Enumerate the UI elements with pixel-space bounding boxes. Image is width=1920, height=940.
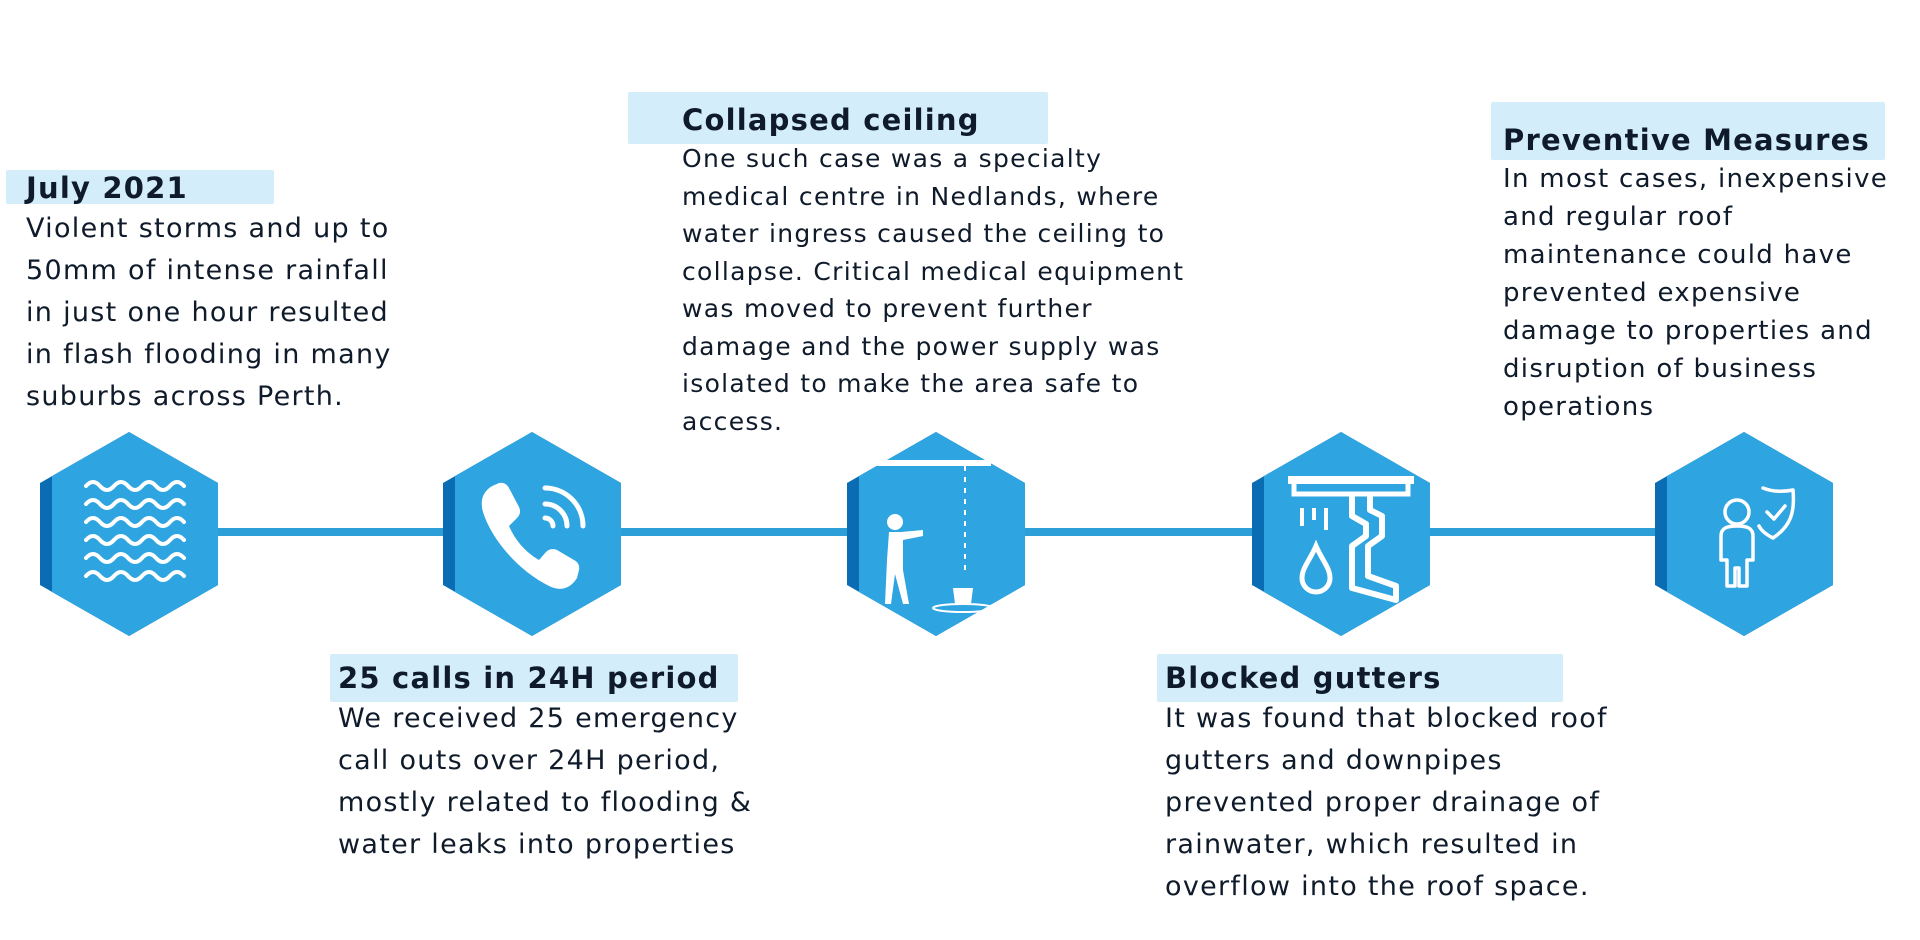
timeline-node-1: [40, 432, 218, 636]
timeline-node-5: [1655, 432, 1833, 636]
step-2-block: 25 calls in 24H period We received 25 em…: [330, 654, 898, 866]
person-shield-icon: [1719, 486, 1796, 588]
title-highlight: [6, 170, 274, 204]
gutter-downpipe-icon: [1288, 476, 1414, 603]
timeline-node-3: [847, 432, 1025, 636]
step-5-text: In most cases, inexpensive and regular r…: [1503, 164, 1889, 422]
step-4-title: Blocked gutters: [1165, 661, 1442, 695]
step-4-text: It was found that blocked roof gutters a…: [1165, 703, 1608, 902]
step-4-block: Blocked gutters It was found that blocke…: [1157, 654, 1765, 908]
step-3-block: Collapsed ceiling One such case was a sp…: [628, 92, 1382, 440]
waves-icon: [84, 480, 186, 582]
step-3-title: Collapsed ceiling: [682, 103, 980, 137]
phone-icon: [481, 482, 586, 589]
step-1-title: July 2021: [26, 171, 188, 205]
leaking-ceiling-icon: [861, 460, 994, 613]
timeline-node-4: [1252, 432, 1430, 636]
step-1-text: Violent storms and up to 50mm of intense…: [26, 213, 392, 412]
title-highlight: [628, 92, 1048, 144]
step-5-title: Preventive Measures: [1503, 123, 1870, 157]
timeline-node-2: [443, 432, 621, 636]
title-highlight: [1491, 102, 1885, 160]
step-1-block: July 2021 Violent storms and up to 50mm …: [6, 168, 496, 418]
title-highlight: [330, 654, 738, 702]
title-highlight: [1157, 654, 1563, 702]
step-3-text: One such case was a specialty medical ce…: [682, 144, 1185, 436]
step-5-block: Preventive Measures In most cases, inexp…: [1491, 102, 1920, 426]
step-2-text: We received 25 emergency call outs over …: [338, 703, 753, 860]
step-2-title: 25 calls in 24H period: [338, 661, 720, 695]
